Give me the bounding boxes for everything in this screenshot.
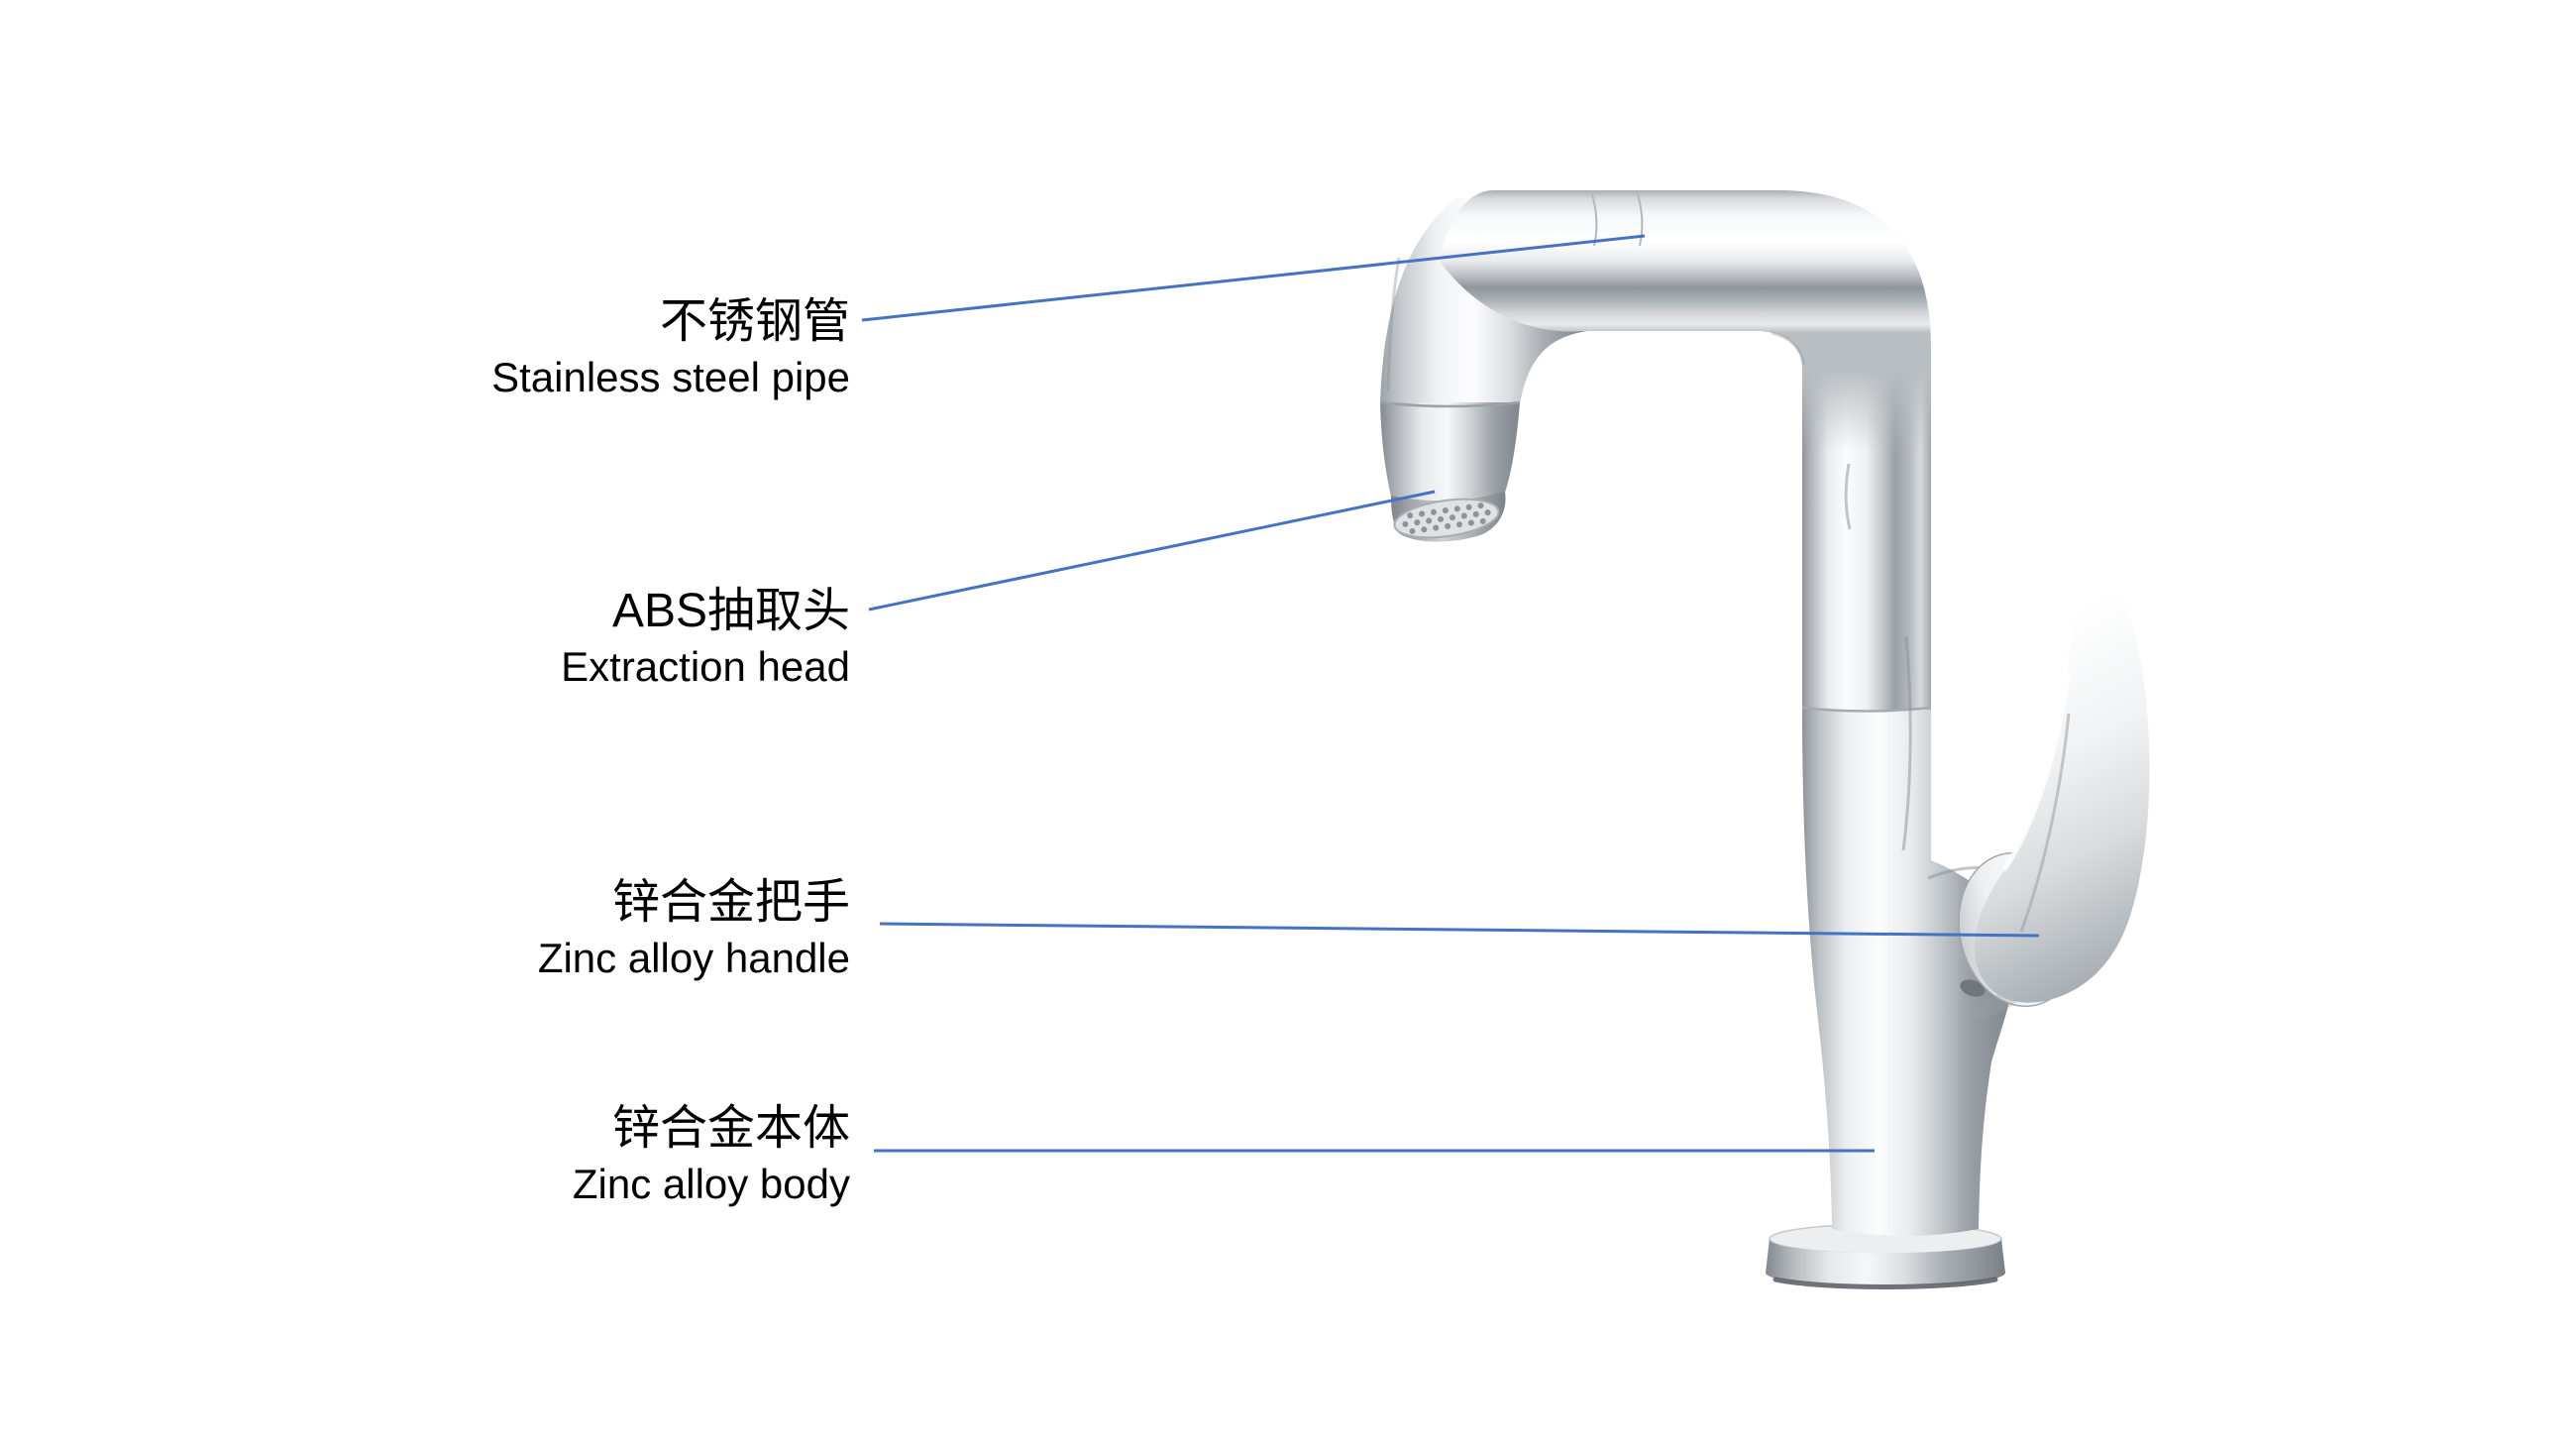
label-zinc-alloy-body: 锌合金本体 Zinc alloy body [573,1100,850,1211]
faucet-spout-top [1439,190,1932,851]
pipe-joint-seam [1801,706,1932,713]
label-zinc-alloy-handle-en: Zinc alloy handle [537,935,850,981]
label-zinc-alloy-body-zh: 锌合金本体 [611,1102,850,1155]
leader-line-extraction-head [868,490,1436,612]
label-extraction-head-en: Extraction head [561,643,850,690]
label-zinc-alloy-body-en: Zinc alloy body [572,1161,850,1207]
label-extraction-head: ABS抽取头 Extraction head [561,583,850,694]
leader-line-zinc-alloy-handle [879,922,2040,938]
label-zinc-alloy-handle: 锌合金把手 Zinc alloy handle [538,874,850,985]
spray-face [1393,498,1500,539]
body-screw-hole [1960,979,1986,997]
label-stainless-steel-pipe-zh: 不锈钢管 [659,295,850,348]
label-stainless-steel-pipe: 不锈钢管 Stainless steel pipe [491,293,850,404]
label-stainless-steel-pipe-en: Stainless steel pipe [491,354,850,400]
leader-lines [861,234,2040,1153]
spray-nozzle-dots [1402,502,1491,534]
label-extraction-head-zh: ABS抽取头 [611,585,850,637]
faucet-extraction-head [1379,400,1521,542]
leader-line-stainless-steel-pipe [861,234,1646,322]
head-seam [1379,400,1521,408]
label-zinc-alloy-handle-zh: 锌合金把手 [611,876,850,929]
handle-lever [1974,557,2150,1003]
faucet-handle [1958,557,2150,1019]
